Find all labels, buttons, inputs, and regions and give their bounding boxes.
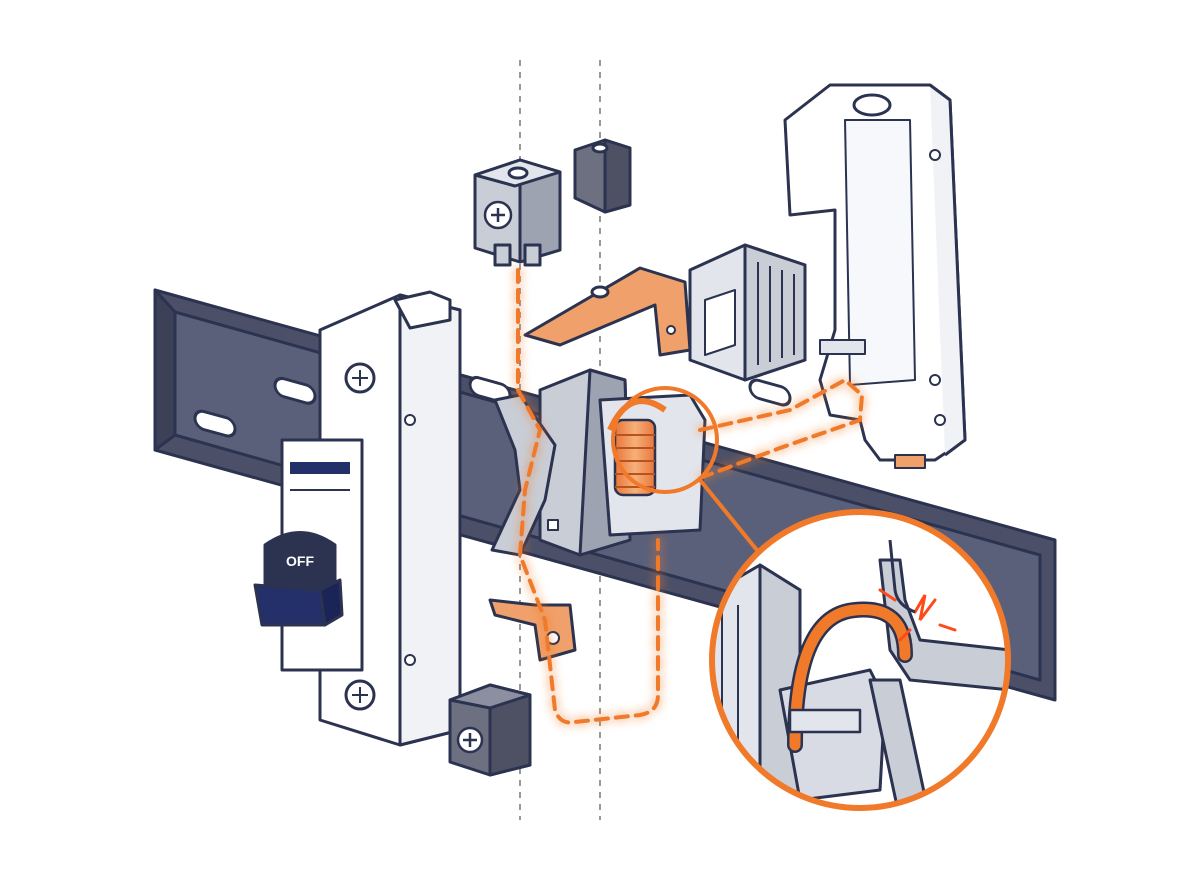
moving-contact-arm xyxy=(888,539,916,614)
magnifier-callout-icon xyxy=(709,509,1011,811)
bottom-terminal-block xyxy=(448,683,532,777)
callout-leader-line xyxy=(698,478,767,562)
lower-copper-tab xyxy=(488,598,577,662)
top-terminal-block xyxy=(473,158,562,267)
housing-half xyxy=(783,83,967,469)
top-spring-clip xyxy=(573,138,632,214)
magnifier-ring xyxy=(611,386,719,494)
copper-bracket xyxy=(523,266,692,357)
plus-screw-icon xyxy=(483,200,513,230)
spark-icon xyxy=(878,588,957,642)
current-path xyxy=(516,268,865,725)
toggle-label: OFF xyxy=(286,553,314,569)
breaker-toggle xyxy=(253,531,344,627)
arc-chute-block xyxy=(688,243,807,382)
